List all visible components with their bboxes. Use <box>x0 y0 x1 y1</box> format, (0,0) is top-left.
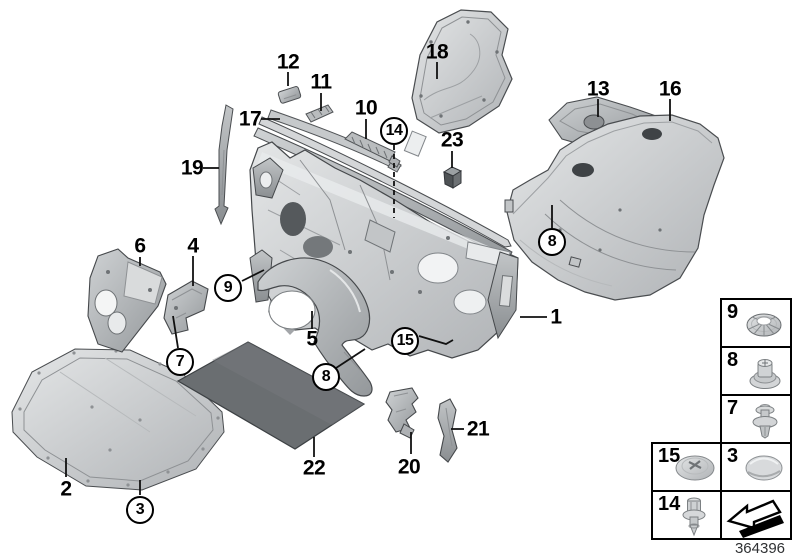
callout-20[interactable]: 20 <box>397 455 421 479</box>
leader-lines <box>65 62 671 495</box>
callout-21[interactable]: 21 <box>466 417 490 441</box>
legend-cell-14[interactable]: 14 <box>651 490 722 540</box>
direction-arrow-icon <box>726 499 784 538</box>
part-2-hood-insulation-pad <box>11 348 225 491</box>
callout-14-circle[interactable]: 14 <box>380 117 408 145</box>
cover-cap-icon <box>745 455 783 481</box>
callout-9-circle[interactable]: 9 <box>214 274 242 302</box>
legend-cell-8[interactable]: 8 <box>720 346 792 396</box>
callout-22[interactable]: 22 <box>302 456 326 480</box>
legend-cell-3[interactable]: 3 <box>720 442 792 492</box>
callout-2[interactable]: 2 <box>60 477 72 501</box>
expanding-rivet-icon <box>752 404 778 439</box>
legend-cell-15[interactable]: 15 <box>651 442 722 492</box>
blind-rivet-icon <box>682 497 706 537</box>
part-4-bracket <box>163 280 209 335</box>
diagram-number: 364396 <box>734 540 786 557</box>
callout-8-circle-top[interactable]: 8 <box>538 228 566 256</box>
part-10-strip <box>344 131 401 168</box>
plastic-nut-icon <box>749 359 781 389</box>
callout-6[interactable]: 6 <box>134 234 146 258</box>
callout-15-circle[interactable]: 15 <box>391 327 419 355</box>
legend-cell-arrow[interactable] <box>720 490 792 540</box>
part-20-bracket <box>385 387 419 439</box>
part-19-pillar-strip <box>214 104 234 226</box>
legend-label-15: 15 <box>658 445 681 467</box>
legend-label-3: 3 <box>727 445 739 467</box>
legend-label-14: 14 <box>658 493 681 515</box>
callout-11[interactable]: 11 <box>310 70 332 94</box>
part-12-clip <box>277 86 302 104</box>
part-16-heat-shield <box>504 114 725 301</box>
callout-4[interactable]: 4 <box>187 234 199 258</box>
part-6-side-panel <box>87 248 167 353</box>
callout-12[interactable]: 12 <box>276 50 300 74</box>
callout-3-circle[interactable]: 3 <box>126 496 154 524</box>
part-23-block <box>442 166 463 189</box>
part-18-side-panel-insulation <box>411 9 513 134</box>
callout-7-circle[interactable]: 7 <box>166 348 194 376</box>
callout-19[interactable]: 19 <box>180 156 204 180</box>
legend-label-9: 9 <box>727 301 739 323</box>
legend-label-7: 7 <box>727 397 739 419</box>
callout-8-circle-mid[interactable]: 8 <box>312 363 340 391</box>
part-1-bulkhead-assembly <box>249 116 519 359</box>
callout-13[interactable]: 13 <box>586 77 610 101</box>
legend-cell-7[interactable]: 7 <box>720 394 792 444</box>
callout-1[interactable]: 1 <box>550 305 562 329</box>
part-11-strip <box>305 104 334 123</box>
callout-16[interactable]: 16 <box>658 77 682 101</box>
part-5-wheel-arch-insulation <box>249 249 373 397</box>
push-button-clip-icon <box>675 455 715 481</box>
callout-18[interactable]: 18 <box>425 40 449 64</box>
legend-cell-9[interactable]: 9 <box>720 298 792 348</box>
callout-23[interactable]: 23 <box>440 128 464 152</box>
callout-10[interactable]: 10 <box>354 96 378 120</box>
spring-washer-icon <box>746 313 782 337</box>
callout-17[interactable]: 17 <box>238 107 262 131</box>
callout-5[interactable]: 5 <box>306 327 318 351</box>
part-21-strip <box>437 398 458 463</box>
legend-label-8: 8 <box>727 349 739 371</box>
